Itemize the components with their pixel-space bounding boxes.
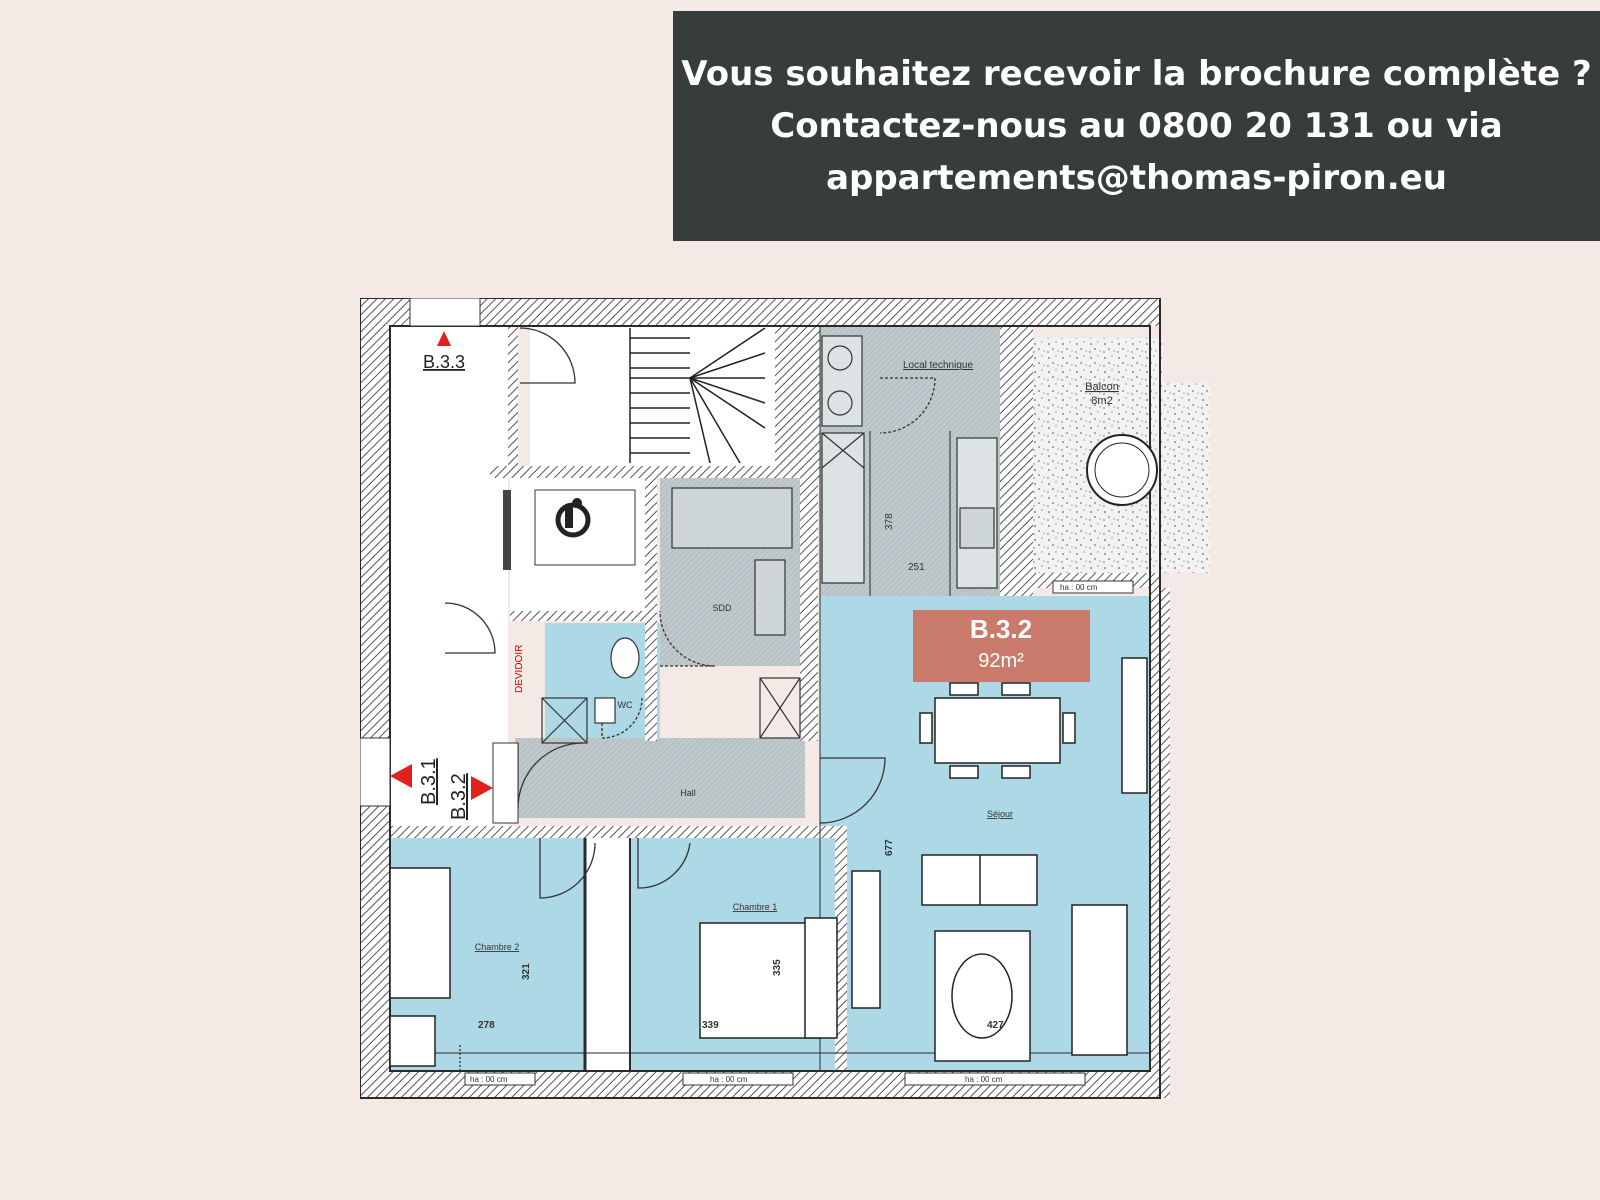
wall-balcony xyxy=(1000,326,1033,596)
wall-left xyxy=(360,298,390,1098)
dim-278: 278 xyxy=(478,1020,495,1031)
label-balcon-area: 8m2 xyxy=(1091,395,1112,407)
arrow-left-icon xyxy=(390,764,412,788)
label-sejour: Séjour xyxy=(987,809,1013,819)
label-balcon: Balcon xyxy=(1085,381,1119,393)
banner-line-3: appartements@thomas-piron.eu xyxy=(826,158,1447,198)
unit-code: B.3.2 xyxy=(970,614,1032,644)
window-note-3: ha : 00 cm xyxy=(965,1075,1003,1084)
staircase xyxy=(629,327,766,464)
label-devidoir: DEVIDOIR xyxy=(514,645,525,693)
wall-mid-horizontal xyxy=(490,466,820,478)
wall-corridor xyxy=(508,326,518,466)
label-wc: WC xyxy=(618,700,633,710)
window-notes: ha : 00 cm ha : 00 cm ha : 00 cm ha : 00… xyxy=(464,580,1134,1086)
wall-bath-left xyxy=(645,476,657,741)
arrow-up-icon xyxy=(437,331,451,346)
closet-floor xyxy=(585,838,630,1071)
window-note-4: ha : 00 cm xyxy=(1060,583,1098,592)
wall-bath-right xyxy=(800,466,818,741)
marker-top: B.3.3 xyxy=(423,352,465,372)
accessibility-icon xyxy=(503,489,636,570)
wall-bedroom1-right xyxy=(835,826,847,1071)
dimension-labels: 278 339 427 321 335 677 378 251 xyxy=(478,513,1004,1031)
stairwell-floor xyxy=(530,326,775,466)
wall-top xyxy=(360,298,1160,326)
wall-wc-top xyxy=(510,611,650,621)
kitchen-counter xyxy=(821,335,998,589)
label-hall: Hall xyxy=(680,788,696,798)
label-local-technique: Local technique xyxy=(903,360,973,371)
dim-251: 251 xyxy=(908,562,925,573)
dim-321: 321 xyxy=(521,963,532,980)
bedroom-furniture xyxy=(389,867,838,1067)
living-furniture xyxy=(851,657,1148,1062)
label-chambre1: Chambre 1 xyxy=(733,902,778,912)
window-note-1: ha : 00 cm xyxy=(470,1075,508,1084)
doors xyxy=(444,327,936,1071)
bathroom-fixtures xyxy=(541,487,801,744)
balcony-table xyxy=(1086,434,1158,506)
arrow-right-icon xyxy=(471,776,493,800)
label-sdb: SDD xyxy=(712,603,732,613)
dim-378: 378 xyxy=(884,513,895,530)
dim-427: 427 xyxy=(987,1020,1004,1031)
window-note-2: ha : 00 cm xyxy=(710,1075,748,1084)
banner-line-1: Vous souhaitez recevoir la brochure comp… xyxy=(681,54,1592,94)
wall-stair-right xyxy=(775,326,820,466)
marker-left: B.3.1 xyxy=(418,758,440,805)
floor-plan: B.3.2 92m² B.3.3 B.3.1 B.3.2 Local techn… xyxy=(360,298,1210,1099)
label-chambre2: Chambre 2 xyxy=(475,942,520,952)
unit-label-box xyxy=(913,610,1090,682)
marker-right: B.3.2 xyxy=(448,773,470,820)
unit-area: 92m² xyxy=(978,650,1024,672)
wall-bedrooms-top xyxy=(390,826,845,838)
contact-banner: Vous souhaitez recevoir la brochure comp… xyxy=(673,11,1600,241)
banner-line-2: Contactez-nous au 0800 20 131 ou via xyxy=(770,106,1503,146)
dim-677: 677 xyxy=(884,839,895,856)
dim-339: 339 xyxy=(702,1020,719,1031)
corridor-floor xyxy=(390,326,508,826)
hall-floor xyxy=(515,738,805,818)
dim-335: 335 xyxy=(772,959,783,976)
